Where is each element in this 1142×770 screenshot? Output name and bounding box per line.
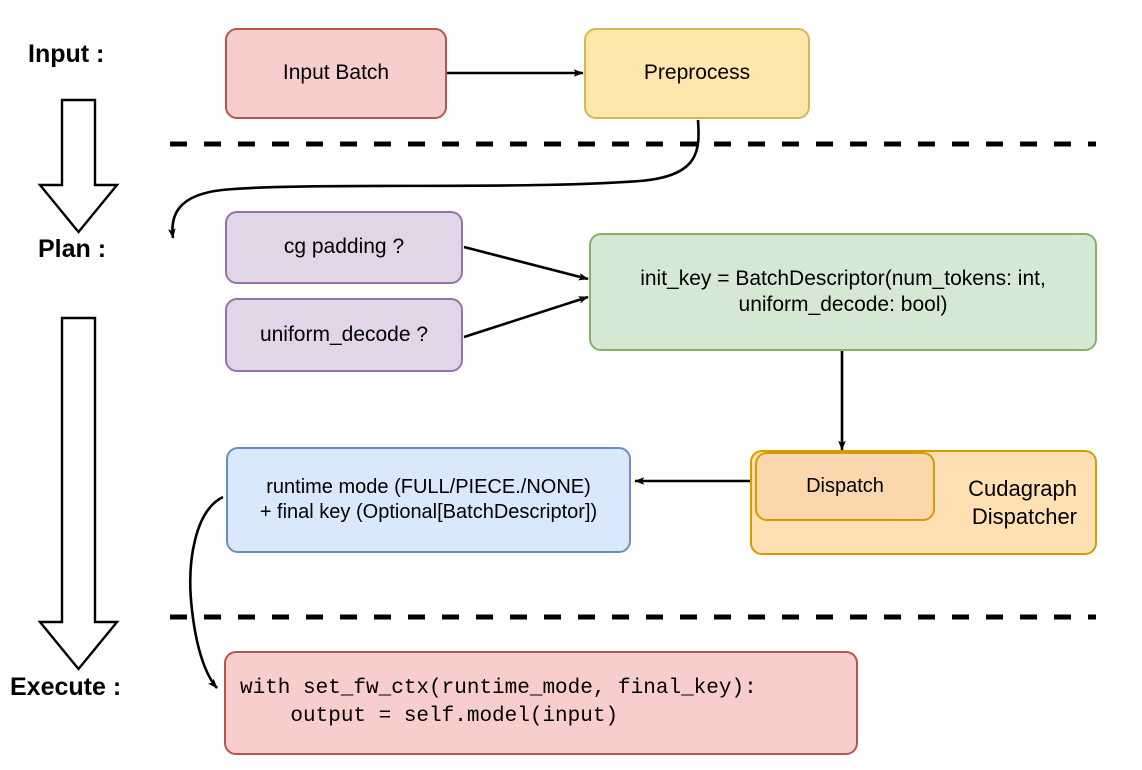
- stage-label-execute: Execute :: [10, 673, 122, 701]
- edge-cg-padding-to-init-key: [463, 245, 589, 281]
- node-input-batch-label: Input Batch: [282, 61, 390, 85]
- node-init-key-line1: init_key = BatchDescriptor(num_tokens: i…: [640, 266, 1046, 290]
- node-cudagraph-dispatcher-line2: Dispatcher: [971, 503, 1077, 529]
- plan-to-execute-flow-arrow: [37, 316, 120, 671]
- node-preprocess-label: Preprocess: [643, 61, 751, 85]
- node-init-key-line2: uniform_decode: bool): [738, 293, 948, 316]
- node-runtime-mode-line1: runtime mode (FULL/PIECE./NONE): [266, 476, 591, 498]
- node-execute-code[interactable]: with set_fw_ctx(runtime_mode, final_key)…: [224, 651, 858, 755]
- node-dispatch[interactable]: Dispatch: [755, 452, 935, 521]
- node-runtime-mode[interactable]: runtime mode (FULL/PIECE./NONE) + final …: [226, 447, 631, 553]
- node-cg-padding-label: cg padding ?: [283, 235, 405, 259]
- node-dispatch-label: Dispatch: [806, 475, 884, 497]
- node-init-key[interactable]: init_key = BatchDescriptor(num_tokens: i…: [589, 233, 1097, 351]
- node-uniform-decode-label: uniform_decode ?: [259, 322, 429, 346]
- node-cudagraph-dispatcher-line1: Cudagraph: [968, 476, 1077, 501]
- node-input-batch[interactable]: Input Batch: [225, 28, 447, 119]
- node-runtime-mode-line2: + final key (Optional[BatchDescriptor]): [259, 501, 598, 523]
- node-execute-code-line1: with set_fw_ctx(runtime_mode, final_key)…: [240, 676, 757, 700]
- input-to-plan-flow-arrow: [37, 98, 120, 234]
- edge-uniform-decode-to-init-key: [463, 295, 589, 339]
- node-uniform-decode[interactable]: uniform_decode ?: [225, 298, 463, 372]
- node-cg-padding[interactable]: cg padding ?: [225, 211, 463, 284]
- stage-label-plan: Plan :: [38, 235, 107, 263]
- node-execute-code-line2: output = self.model(input): [240, 705, 619, 728]
- edge-runtime-mode-to-execute-code: [189, 495, 224, 689]
- node-preprocess[interactable]: Preprocess: [584, 28, 810, 119]
- stage-label-input: Input :: [28, 40, 105, 68]
